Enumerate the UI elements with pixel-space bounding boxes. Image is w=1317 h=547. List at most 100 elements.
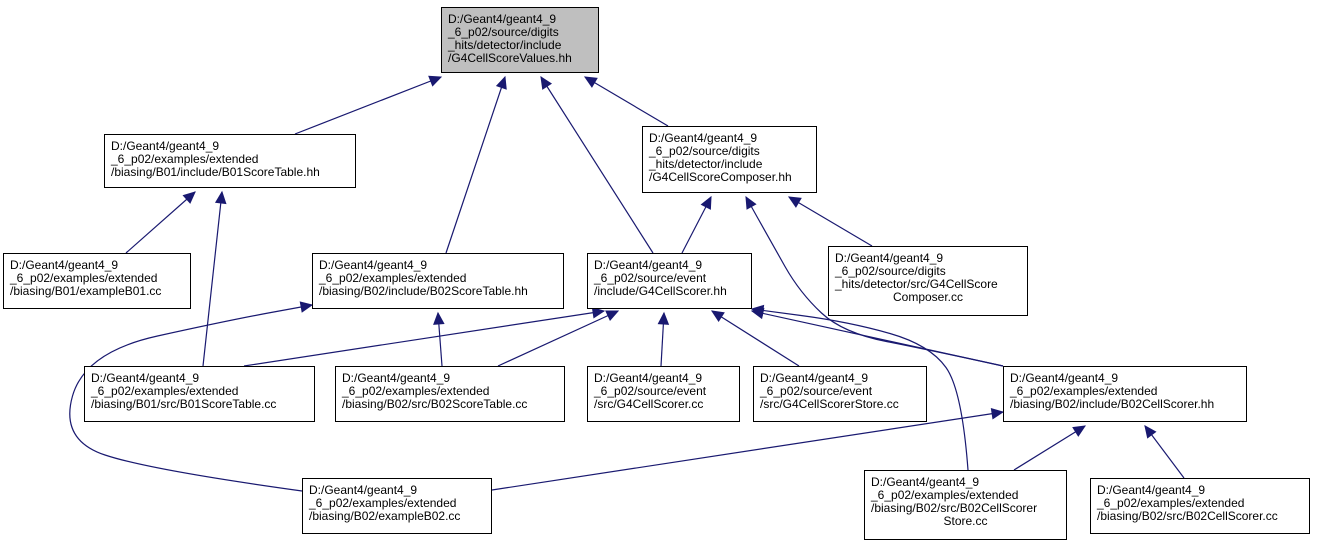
node-label-line: _6_p02/examples/extended bbox=[1097, 496, 1245, 510]
edge-g4-cell-scorer-cc-to-g4-cell-scorer-hh bbox=[657, 311, 670, 367]
arrowhead-icon bbox=[605, 310, 620, 322]
node-label-line: D:/Geant4/geant4_9 bbox=[309, 483, 418, 497]
node-g4cellscorerstore-cc[interactable]: D:/Geant4/geant4_9 _6_p02/source/event /… bbox=[753, 366, 927, 422]
node-label-line: D:/Geant4/geant4_9 bbox=[91, 371, 200, 385]
node-label-line: D:/Geant4/geant4_9 bbox=[649, 131, 758, 145]
edge-example-b02-cc-to-b02-cell-scorer-hh bbox=[491, 408, 1005, 491]
edge-line bbox=[584, 76, 669, 127]
node-label-line: _6_p02/examples/extended bbox=[871, 488, 1019, 502]
node-label-line: /biasing/B01/src/B01ScoreTable.cc bbox=[91, 397, 277, 411]
edge-g4-cell-scorer-hh-to-root bbox=[540, 75, 654, 254]
edge-line bbox=[751, 308, 969, 471]
edge-b01-score-table-hh-to-root bbox=[294, 75, 443, 135]
edge-line bbox=[1013, 425, 1086, 471]
node-label-line: /src/G4CellScorerStore.cc bbox=[760, 397, 899, 411]
node-label-line: _6_p02/examples/extended bbox=[309, 496, 457, 510]
node-b02cellscorer-hh[interactable]: D:/Geant4/geant4_9 _6_p02/examples/exten… bbox=[1003, 366, 1247, 422]
node-label-line: /biasing/B02/include/B02ScoreTable.hh bbox=[319, 284, 528, 298]
node-label-line: D:/Geant4/geant4_9 bbox=[1010, 371, 1119, 385]
edge-line bbox=[497, 310, 619, 367]
node-label-line: /biasing/B02/exampleB02.cc bbox=[309, 509, 461, 523]
edge-g4-cell-scorer-hh-to-g4-cell-score-composer-hh bbox=[681, 195, 712, 254]
node-label-line: _6_p02/examples/extended bbox=[1010, 384, 1158, 398]
edge-line bbox=[491, 411, 1004, 491]
node-label-line: /biasing/B02/src/B02CellScorer bbox=[871, 501, 1038, 515]
edge-line bbox=[202, 191, 223, 367]
node-label-line: D:/Geant4/geant4_9 bbox=[594, 258, 703, 272]
node-label-line: _6_p02/source/digits bbox=[649, 144, 760, 158]
node-b01scoretable-hh[interactable]: D:/Geant4/geant4_9 _6_p02/examples/exten… bbox=[104, 134, 356, 188]
node-g4cellscorer-hh[interactable]: D:/Geant4/geant4_9 _6_p02/source/event /… bbox=[587, 253, 752, 309]
edge-line bbox=[69, 304, 313, 492]
node-label-line: Store.cc bbox=[943, 514, 988, 528]
arrowhead-icon bbox=[214, 190, 227, 205]
node-label-line: /G4CellScoreComposer.hh bbox=[649, 170, 792, 184]
arrowhead-icon bbox=[700, 195, 712, 210]
node-b02cellscorerstore-cc[interactable]: D:/Geant4/geant4_9 _6_p02/examples/exten… bbox=[864, 470, 1067, 540]
arrowhead-icon bbox=[750, 304, 765, 317]
node-label-line: _6_p02/examples/extended bbox=[91, 384, 239, 398]
node-label-line: _6_p02/examples/extended bbox=[10, 271, 158, 285]
node-label-line: D:/Geant4/geant4_9 bbox=[111, 139, 220, 153]
edge-b02-score-table-cc-to-g4-cell-scorer-hh bbox=[497, 310, 620, 367]
edge-line bbox=[243, 310, 605, 367]
node-label-line: /biasing/B01/exampleB01.cc bbox=[10, 284, 162, 298]
node-label-line: _6_p02/examples/extended bbox=[111, 152, 259, 166]
node-g4cellscorecomposer-cc[interactable]: D:/Geant4/geant4_9 _6_p02/source/digits … bbox=[828, 246, 1028, 316]
arrowhead-icon bbox=[495, 75, 507, 90]
arrowhead-icon bbox=[787, 196, 802, 208]
node-exampleb02-cc[interactable]: D:/Geant4/geant4_9 _6_p02/examples/exten… bbox=[302, 478, 492, 534]
arrowhead-icon bbox=[591, 307, 606, 319]
node-g4cellscorevalues-hh[interactable]: D:/Geant4/geant4_9 _6_p02/source/digits … bbox=[441, 7, 599, 73]
node-g4cellscorer-cc[interactable]: D:/Geant4/geant4_9 _6_p02/source/event /… bbox=[587, 366, 740, 422]
edge-b02-cell-scorer-cc-to-b02-cell-scorer-hh bbox=[1144, 425, 1185, 479]
edge-g4-cell-score-composer-hh-to-root bbox=[583, 76, 669, 127]
edge-b02-cell-scorer-hh-to-g4-cell-scorer-hh bbox=[750, 307, 1004, 367]
arrowhead-icon bbox=[710, 310, 725, 323]
node-label-line: /biasing/B02/include/B02CellScorer.hh bbox=[1010, 397, 1215, 411]
node-b02scoretable-hh[interactable]: D:/Geant4/geant4_9 _6_p02/examples/exten… bbox=[312, 253, 564, 309]
arrowhead-icon bbox=[583, 76, 598, 88]
node-label-line: /G4CellScoreValues.hh bbox=[448, 51, 572, 65]
node-label-line: D:/Geant4/geant4_9 bbox=[10, 258, 119, 272]
arrowhead-icon bbox=[1144, 425, 1157, 439]
edge-line bbox=[711, 310, 800, 367]
node-g4cellscorecomposer-hh[interactable]: D:/Geant4/geant4_9 _6_p02/source/digits … bbox=[642, 126, 817, 193]
node-label-line: _hits/detector/src/G4CellScore bbox=[835, 277, 998, 291]
node-b02cellscorer-cc[interactable]: D:/Geant4/geant4_9 _6_p02/examples/exten… bbox=[1090, 478, 1310, 534]
arrowhead-icon bbox=[657, 311, 670, 325]
node-label-line: /biasing/B02/src/B02ScoreTable.cc bbox=[342, 397, 528, 411]
node-b01scoretable-cc[interactable]: D:/Geant4/geant4_9 _6_p02/examples/exten… bbox=[84, 366, 315, 422]
edge-line bbox=[751, 310, 1004, 367]
node-label-line: D:/Geant4/geant4_9 bbox=[594, 371, 703, 385]
node-exampleb01-cc[interactable]: D:/Geant4/geant4_9 _6_p02/examples/exten… bbox=[3, 253, 191, 309]
edge-line bbox=[445, 76, 506, 254]
edge-g4-cell-scorer-store-cc-to-g4-cell-scorer-hh bbox=[710, 310, 800, 367]
edge-line bbox=[125, 191, 196, 254]
node-label-line: /src/G4CellScorer.cc bbox=[594, 397, 704, 411]
edge-g4-cell-score-composer-cc-to-g4-cell-score-composer-hh bbox=[787, 196, 873, 247]
node-label-line: _6_p02/source/event bbox=[594, 384, 707, 398]
node-label-line: _hits/detector/include bbox=[448, 38, 562, 52]
node-label-line: D:/Geant4/geant4_9 bbox=[871, 475, 980, 489]
edge-b02-score-table-cc-to-b02-score-table-hh bbox=[433, 311, 445, 367]
node-label-line: D:/Geant4/geant4_9 bbox=[835, 251, 944, 265]
edge-line bbox=[788, 196, 873, 247]
node-label-line: _6_p02/source/event bbox=[760, 384, 873, 398]
arrowhead-icon bbox=[990, 408, 1005, 420]
edge-example-b02-cc-to-b02-score-table-hh bbox=[69, 301, 314, 492]
arrowhead-icon bbox=[433, 311, 445, 325]
node-label-line: _6_p02/source/digits bbox=[835, 264, 946, 278]
edge-b01-score-table-cc-to-b01-score-table-hh bbox=[202, 190, 227, 367]
node-b02scoretable-cc[interactable]: D:/Geant4/geant4_9 _6_p02/examples/exten… bbox=[335, 366, 565, 422]
node-label-line: _6_p02/source/event bbox=[594, 271, 707, 285]
node-label-line: _6_p02/source/digits bbox=[448, 25, 559, 39]
node-label-line: D:/Geant4/geant4_9 bbox=[342, 371, 451, 385]
node-label-line: D:/Geant4/geant4_9 bbox=[448, 12, 557, 26]
arrowhead-icon bbox=[428, 75, 443, 87]
arrowhead-icon bbox=[182, 191, 196, 204]
node-label-line: D:/Geant4/geant4_9 bbox=[1097, 483, 1206, 497]
node-label-line: /include/G4CellScorer.hh bbox=[594, 284, 727, 298]
node-label-line: /biasing/B02/src/B02CellScorer.cc bbox=[1097, 509, 1278, 523]
